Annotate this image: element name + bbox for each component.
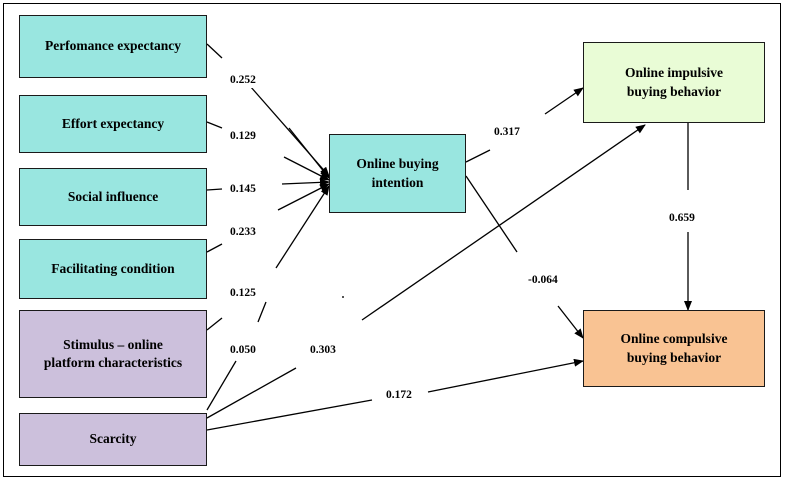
coef-social-intention: 0.145 xyxy=(228,183,258,197)
edge-stimulus-intention-head xyxy=(277,183,330,211)
node-intention-label-2: intention xyxy=(371,174,424,190)
edge-scarcity-intention-head xyxy=(275,185,330,269)
coef-stimulus-intention: 0.125 xyxy=(228,287,258,301)
node-facilitating-label: Facilitating condition xyxy=(51,260,175,276)
node-online-impulsive-buying: Online impulsive buying behavior xyxy=(583,42,765,123)
node-stimulus-label-2: platform characteristics xyxy=(43,355,183,370)
edge-social-intention-head xyxy=(283,156,330,181)
edge-scarcity-compulsive xyxy=(206,399,373,431)
edge-effort-intention-head xyxy=(288,127,330,179)
node-online-compulsive-buying: Online compulsive buying behavior xyxy=(583,310,765,387)
coef-performance-intention: 0.252 xyxy=(228,74,258,88)
node-facilitating-condition: Facilitating condition xyxy=(19,239,207,299)
coef-scarcity-intention: 0.050 xyxy=(228,344,258,358)
node-social-label: Social influence xyxy=(67,188,159,204)
node-social-influence: Social influence xyxy=(19,168,207,226)
node-compulsive-label-1: Online compulsive xyxy=(620,331,728,347)
edge-scarcity-intention xyxy=(206,360,237,411)
node-impulsive-label-2: buying behavior xyxy=(626,83,722,99)
coef-scarcity-impulsive: 0.303 xyxy=(308,344,338,358)
coef-facilitating-intention: 0.233 xyxy=(228,226,258,240)
node-stimulus-label-1: Stimulus – online xyxy=(63,336,163,352)
edge-facilitating-intention-head xyxy=(281,178,330,187)
coef-intention-compulsive: -0.064 xyxy=(526,274,560,288)
edge-intention-compulsive-head xyxy=(557,305,584,339)
edge-scarcity-impulsive xyxy=(206,367,297,419)
node-intention-label-1: Online buying xyxy=(356,156,439,172)
node-compulsive-label-2: buying behavior xyxy=(626,349,722,365)
node-impulsive-label-1: Online impulsive xyxy=(625,65,723,81)
coef-impulsive-compulsive: 0.659 xyxy=(667,212,697,226)
node-performance-expectancy: Perfomance expectancy xyxy=(19,15,207,78)
node-scarcity-label: Scarcity xyxy=(89,431,137,447)
edge-effort-intention xyxy=(206,121,223,129)
edge-scarcity-compulsive-head xyxy=(427,358,584,393)
edge-scarcity-impulsive-head xyxy=(361,124,646,321)
diagram-frame xyxy=(3,3,781,477)
node-effort-expectancy: Effort expectancy xyxy=(19,95,207,153)
stray-mark xyxy=(342,296,344,298)
node-performance-label: Perfomance expectancy xyxy=(44,38,182,54)
edge-scarcity-intention-mid xyxy=(257,301,267,323)
edge-intention-impulsive-head xyxy=(544,87,584,115)
edge-facilitating-intention xyxy=(206,243,223,253)
edge-performance-intention xyxy=(206,43,223,59)
node-scarcity: Scarcity xyxy=(19,413,207,466)
node-online-buying-intention: Online buying intention xyxy=(329,134,466,213)
edge-social-intention xyxy=(206,188,223,191)
edge-intention-compulsive xyxy=(465,175,518,253)
node-stimulus: Stimulus – online platform characteristi… xyxy=(19,310,207,398)
coef-effort-intention: 0.129 xyxy=(228,130,258,144)
coef-intention-impulsive: 0.317 xyxy=(492,126,522,140)
edge-stimulus-intention xyxy=(206,317,223,331)
node-effort-label: Effort expectancy xyxy=(61,115,165,131)
coef-scarcity-compulsive: 0.172 xyxy=(384,389,414,403)
edge-intention-impulsive xyxy=(465,149,491,163)
